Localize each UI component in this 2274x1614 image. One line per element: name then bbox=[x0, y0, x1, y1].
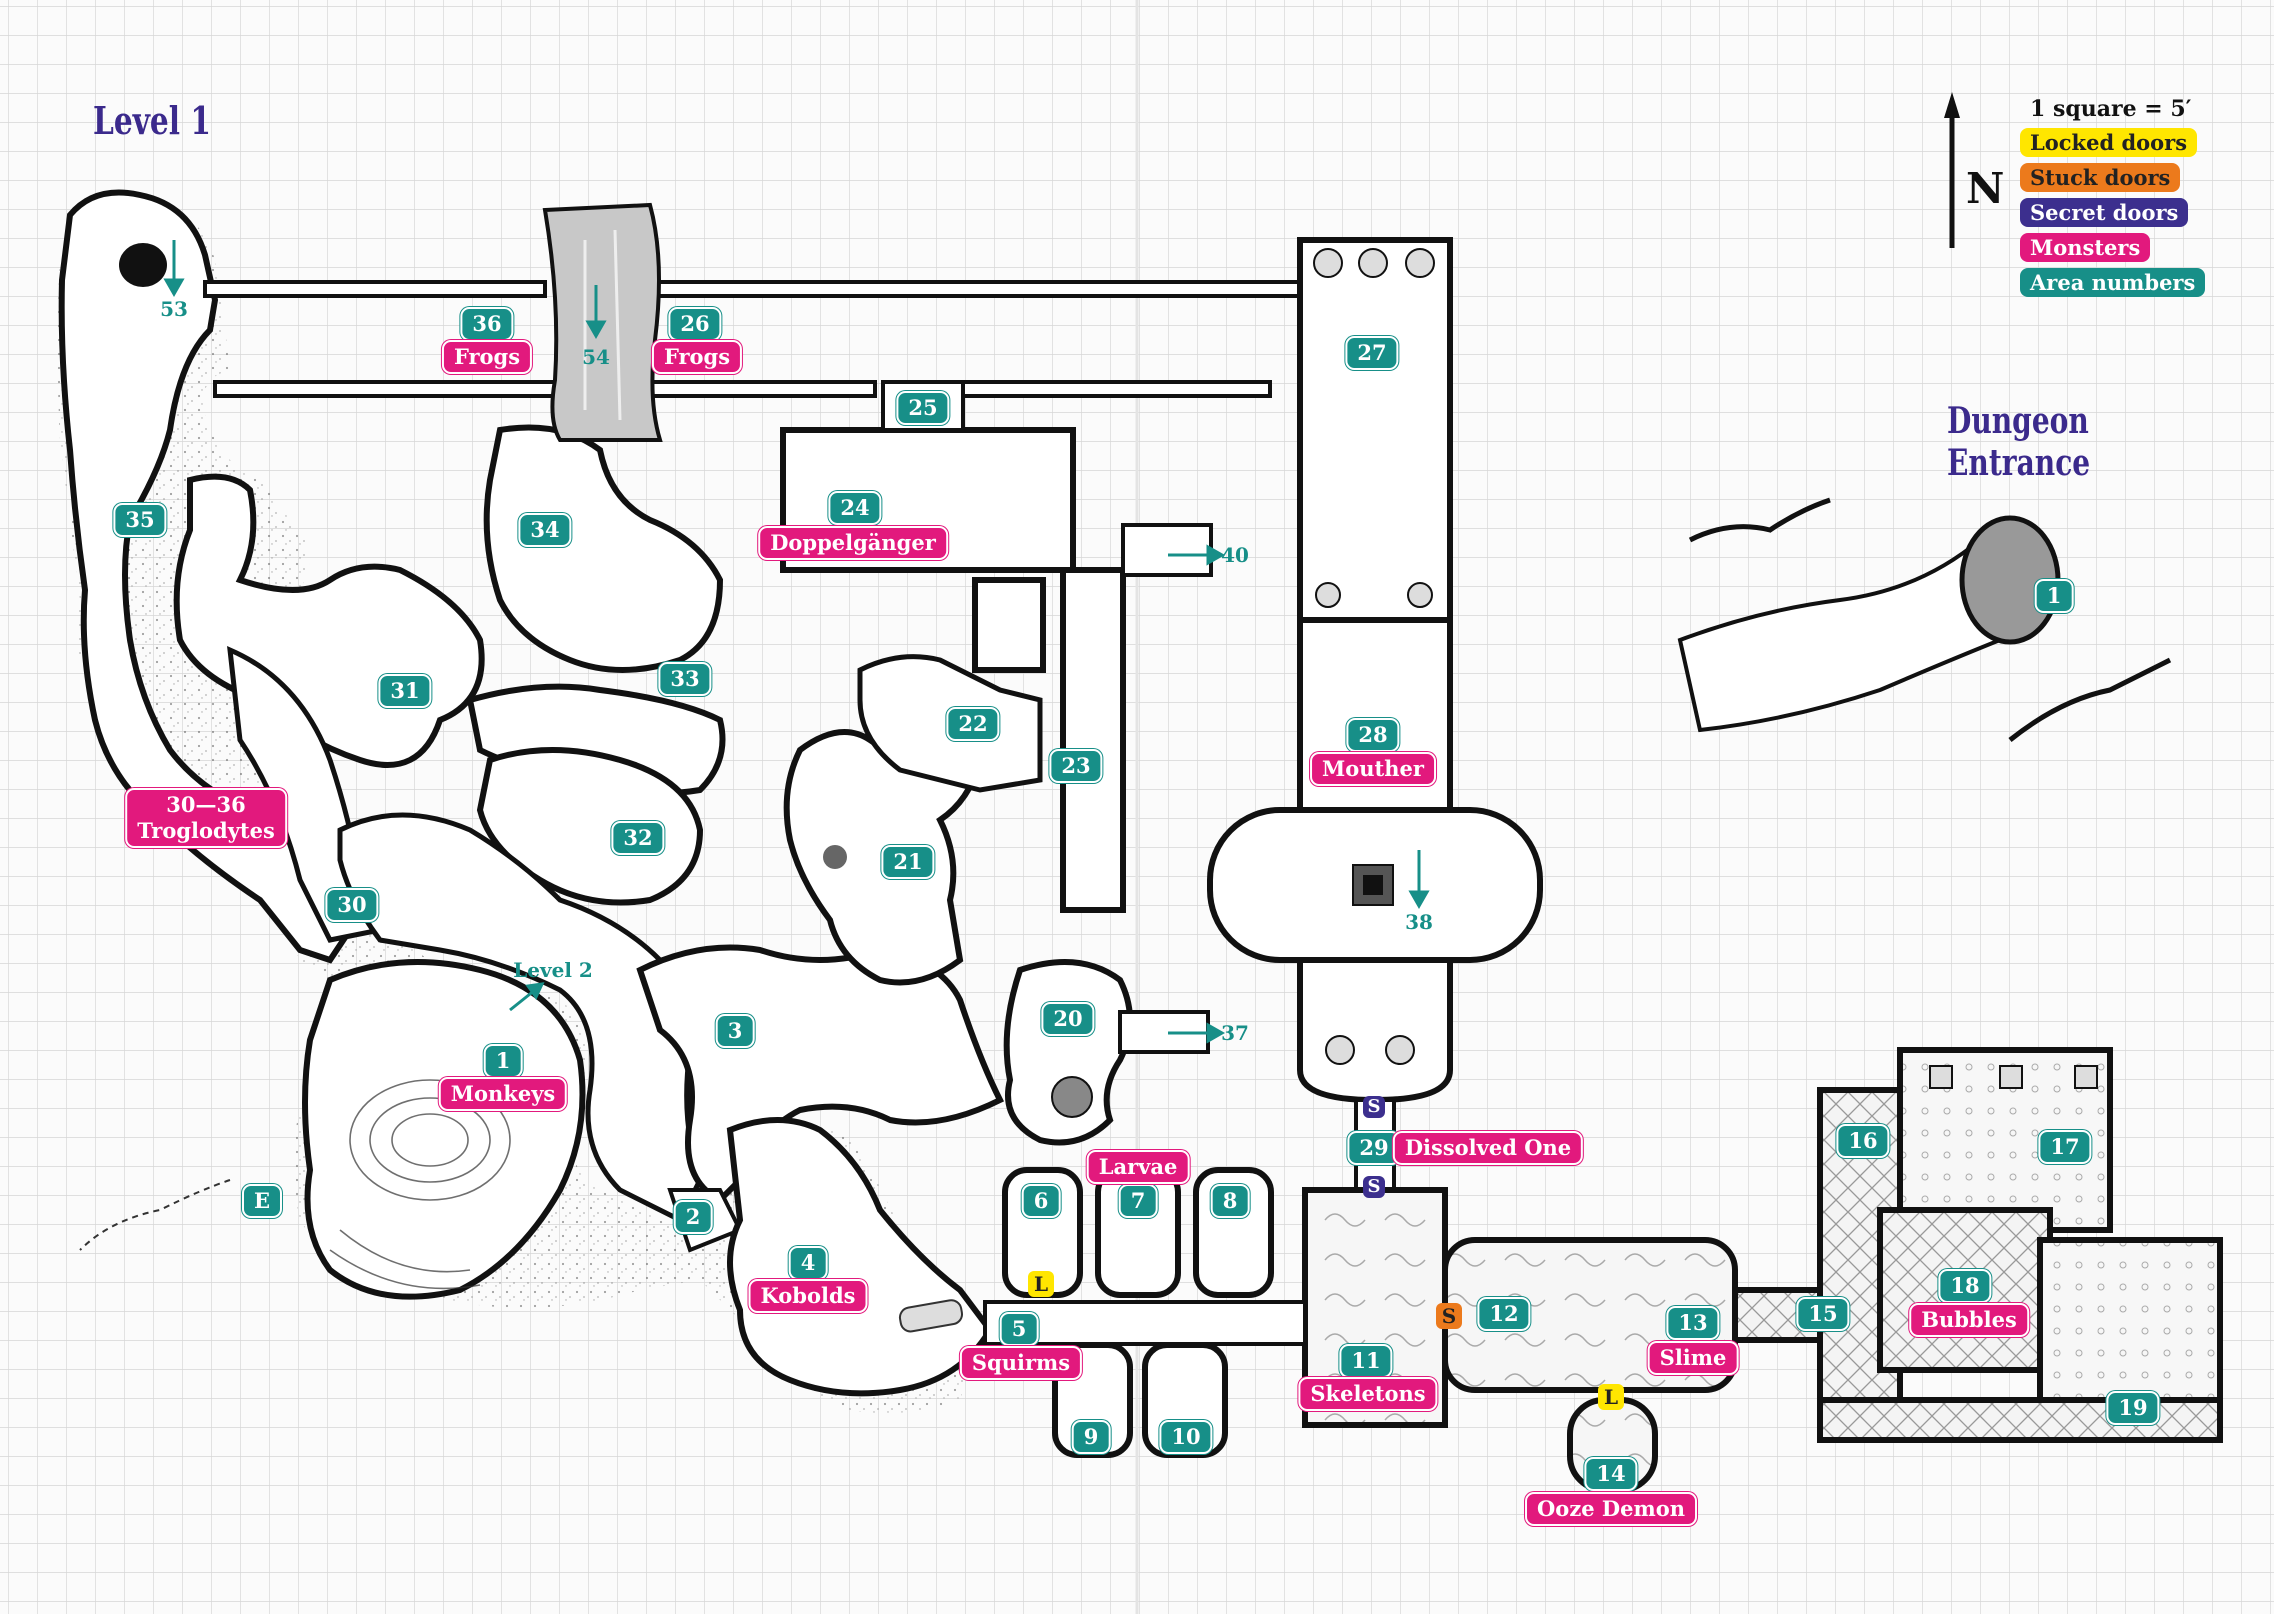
area-label-a21: 21 bbox=[881, 845, 935, 879]
exit-arrows bbox=[163, 240, 1430, 1044]
area-label-a19: 19 bbox=[2106, 1391, 2160, 1425]
monster-label-m-trog: 30—36 Troglodytes bbox=[125, 788, 287, 848]
monster-label-m-squirms: Squirms bbox=[959, 1346, 1083, 1380]
area-label-a22: 22 bbox=[946, 707, 1000, 741]
area-label-a27: 27 bbox=[1345, 336, 1399, 370]
area-label-a32: 32 bbox=[611, 821, 665, 855]
area-label-a33: 33 bbox=[658, 662, 712, 696]
monster-label-m-skeletons: Skeletons bbox=[1298, 1377, 1438, 1411]
north-arrow-icon bbox=[1944, 92, 1960, 248]
monster-label-m-larvae: Larvae bbox=[1086, 1150, 1190, 1184]
secret-door-marker: S bbox=[1363, 1096, 1385, 1118]
monster-label-m-monkeys: Monkeys bbox=[438, 1077, 568, 1111]
locked-door-marker: L bbox=[1598, 1384, 1624, 1410]
area-label-a4: 4 bbox=[788, 1246, 828, 1280]
monster-label-m-dissolved: Dissolved One bbox=[1392, 1131, 1584, 1165]
area-label-aE: E bbox=[241, 1184, 283, 1218]
area-label-a15: 15 bbox=[1796, 1297, 1850, 1331]
level-title: Level 1 bbox=[93, 98, 211, 143]
exit-label-exit-37: 37 bbox=[1221, 1021, 1249, 1045]
area-label-a8: 8 bbox=[1210, 1184, 1250, 1218]
area-label-a6: 6 bbox=[1021, 1184, 1061, 1218]
area-label-a11: 11 bbox=[1339, 1344, 1393, 1378]
monster-label-m-ooze: Ooze Demon bbox=[1525, 1492, 1697, 1526]
legend-item-area-numbers: Area numbers bbox=[2020, 268, 2206, 297]
area-label-a13: 13 bbox=[1666, 1306, 1720, 1340]
area-label-a34: 34 bbox=[518, 513, 572, 547]
area-label-a16: 16 bbox=[1836, 1124, 1890, 1158]
monster-label-m-frogs-w: Frogs bbox=[441, 340, 533, 374]
area-label-a31: 31 bbox=[378, 674, 432, 708]
monster-label-m-doppel: Doppelgänger bbox=[758, 526, 948, 560]
area-label-a14: 14 bbox=[1584, 1457, 1638, 1491]
area-label-a12: 12 bbox=[1477, 1297, 1531, 1331]
legend-item-stuck-doors: Stuck doors bbox=[2020, 163, 2181, 192]
area-label-a1: 1 bbox=[483, 1044, 523, 1078]
exit-label-exit-40: 40 bbox=[1221, 543, 1249, 567]
stuck-door-marker: S bbox=[1436, 1303, 1462, 1329]
area-label-a18: 18 bbox=[1938, 1269, 1992, 1303]
area-label-a9: 9 bbox=[1071, 1420, 1111, 1454]
area-label-a35: 35 bbox=[113, 503, 167, 537]
entrance-sketch bbox=[1677, 497, 2172, 742]
area-label-a25: 25 bbox=[896, 391, 950, 425]
area-label-a28: 28 bbox=[1346, 718, 1400, 752]
area-label-a24: 24 bbox=[828, 491, 882, 525]
north-label: N bbox=[1966, 164, 2005, 213]
locked-door-marker: L bbox=[1028, 1271, 1054, 1297]
legend-item-monsters: Monsters bbox=[2020, 233, 2151, 262]
monster-label-m-bubbles: Bubbles bbox=[1909, 1303, 2029, 1337]
area-label-a10: 10 bbox=[1159, 1420, 1213, 1454]
area-label-a20: 20 bbox=[1041, 1002, 1095, 1036]
area-label-a7: 7 bbox=[1118, 1184, 1158, 1218]
area-label-aEnt1: 1 bbox=[2034, 579, 2074, 613]
secret-door-marker: S bbox=[1363, 1176, 1385, 1198]
area-label-a23: 23 bbox=[1049, 749, 1103, 783]
north-arrow: N bbox=[1944, 92, 2004, 252]
legend-item-locked-doors: Locked doors bbox=[2020, 128, 2198, 157]
legend-scale: 1 square = 5′ bbox=[2030, 96, 2192, 122]
exit-label-exit-38: 38 bbox=[1405, 910, 1433, 934]
area-label-a3: 3 bbox=[715, 1014, 755, 1048]
room-decor bbox=[1313, 248, 2098, 1089]
north-corridors bbox=[203, 202, 1307, 442]
monster-label-m-slime: Slime bbox=[1647, 1341, 1739, 1375]
area-label-a36: 36 bbox=[460, 307, 514, 341]
exit-label-exit-53: 53 bbox=[160, 297, 188, 321]
area-label-a5: 5 bbox=[999, 1312, 1039, 1346]
exit-label-exit-level2: Level 2 bbox=[513, 958, 593, 982]
area-label-a2: 2 bbox=[673, 1200, 713, 1234]
entrance-title: Dungeon Entrance bbox=[1947, 400, 2091, 484]
area-label-a26: 26 bbox=[668, 307, 722, 341]
legend-item-secret-doors: Secret doors bbox=[2020, 198, 2189, 227]
monster-label-m-mouther: Mouther bbox=[1310, 752, 1436, 786]
monster-label-m-frogs-e: Frogs bbox=[651, 340, 743, 374]
area-label-a17: 17 bbox=[2038, 1130, 2092, 1164]
exit-label-exit-54: 54 bbox=[582, 345, 610, 369]
monster-label-m-kobolds: Kobolds bbox=[748, 1279, 868, 1313]
area-label-a30: 30 bbox=[325, 888, 379, 922]
